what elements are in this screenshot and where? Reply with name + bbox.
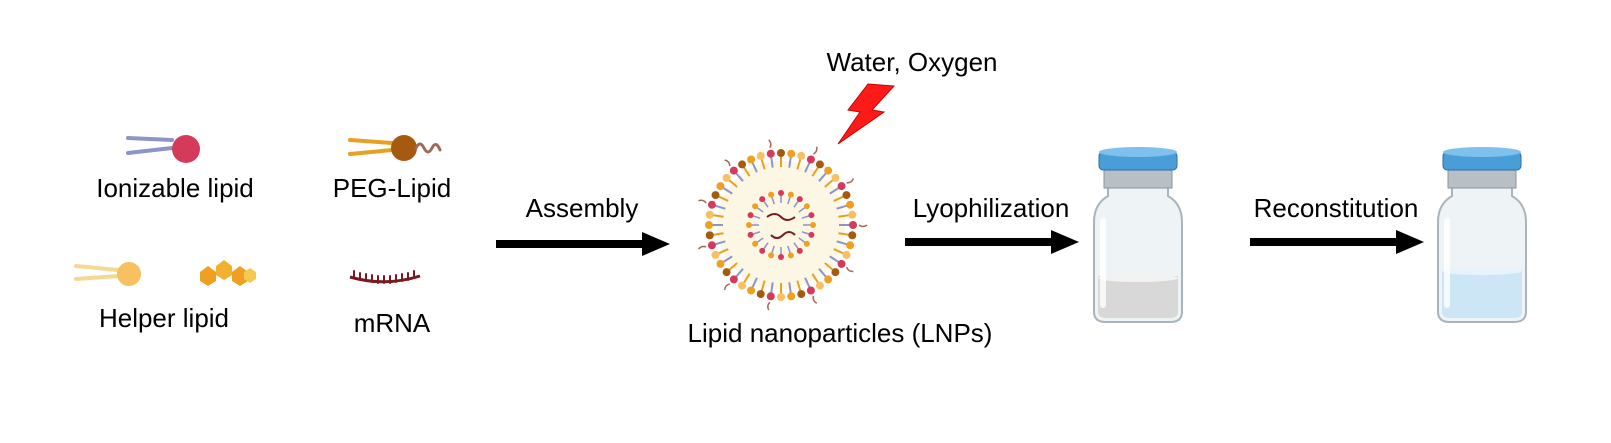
mrna-icon — [349, 270, 421, 284]
reconstitution-arrow — [1250, 230, 1424, 254]
lyophilization-arrow — [905, 230, 1079, 254]
lnp-label: Lipid nanoparticles (LNPs) — [688, 318, 993, 348]
vial-lyophilized-icon — [1093, 147, 1183, 323]
ionizable-lipid-icon — [126, 135, 200, 163]
assembly-label: Assembly — [526, 193, 639, 223]
lightning-icon — [837, 83, 896, 145]
reconstitution-label: Reconstitution — [1254, 193, 1419, 223]
assembly-arrow — [496, 232, 670, 256]
peg-lipid-icon — [348, 135, 442, 161]
helper-lipid-icon — [74, 262, 141, 286]
cholesterol-icon — [200, 260, 256, 286]
ionizable-lipid-label: Ionizable lipid — [96, 173, 254, 203]
lyophilization-label: Lyophilization — [913, 193, 1070, 223]
mrna-label: mRNA — [354, 308, 431, 338]
helper-lipid-label: Helper lipid — [99, 303, 229, 333]
vial-reconstituted-icon — [1437, 147, 1527, 323]
lnp-icon — [697, 139, 868, 311]
stress-label: Water, Oxygen — [827, 47, 998, 77]
peg-lipid-label: PEG-Lipid — [333, 173, 452, 203]
